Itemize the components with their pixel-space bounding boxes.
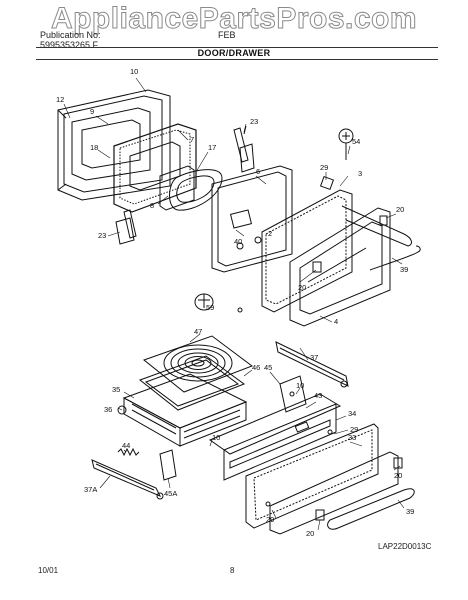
callout-7: 7	[190, 135, 194, 144]
door-outer-frame	[261, 189, 353, 313]
callout-10-drawer-left: 10	[212, 433, 220, 442]
watermark: AppliancePartsPros.com	[50, 2, 418, 36]
drawer-body	[208, 393, 342, 481]
callout-37: 37	[310, 353, 318, 362]
callout-2: 2	[268, 229, 272, 238]
callout-59: 59	[206, 303, 214, 312]
drawer-box	[117, 373, 248, 447]
callout-45a: 45A	[164, 489, 177, 498]
page-number: 8	[230, 566, 235, 575]
inner-door-liner	[57, 89, 171, 201]
callout-33: 33	[348, 433, 356, 442]
drawer-clips	[265, 429, 333, 521]
drawer-front-panel	[245, 423, 379, 529]
callout-47: 47	[194, 327, 202, 336]
door-hinge-upper	[233, 125, 255, 173]
callout-34: 34	[348, 409, 356, 418]
outer-door-glass	[289, 207, 391, 327]
model-number: FEB	[218, 30, 236, 40]
publication-number: 5995353265 F	[40, 40, 99, 50]
callout-20-drawer-lower: 20	[306, 529, 314, 538]
callout-8: 8	[150, 201, 154, 210]
callout-44: 44	[122, 441, 130, 450]
callout-labels: 10 12 9 7 18 23 17 8 23 6 29 3 54 20 40 …	[56, 67, 414, 538]
callout-43: 43	[314, 391, 322, 400]
door-hardware	[194, 128, 388, 313]
door-frame-panel	[211, 165, 293, 273]
callout-20-drawer-right: 20	[394, 471, 402, 480]
door-hinge-lower	[115, 209, 137, 245]
callout-35: 35	[112, 385, 120, 394]
callout-29-drawer-lower: 29	[266, 515, 274, 524]
callout-23-lower: 23	[98, 231, 106, 240]
drawer-lower-bracket	[159, 449, 177, 481]
callout-18: 18	[90, 143, 98, 152]
door-glass-window	[159, 165, 223, 211]
drawer-outer-panel	[269, 451, 403, 535]
drawer-bracket	[279, 375, 307, 413]
drawer-handle	[327, 488, 415, 530]
callout-12: 12	[56, 95, 64, 104]
callout-3: 3	[358, 169, 362, 178]
footer-date: 10/01	[38, 566, 59, 575]
diagram-code: LAP22D0013C	[378, 542, 432, 551]
callout-29-drawer: 29	[350, 425, 358, 434]
callout-20-upper-left: 20	[298, 283, 306, 292]
callout-54: 54	[352, 137, 360, 146]
callout-29-upper: 29	[320, 163, 328, 172]
callout-20-upper-right: 20	[396, 205, 404, 214]
callout-46: 46	[252, 363, 260, 372]
header-rule-bottom	[36, 59, 438, 60]
callout-10-drawer-right: 10	[296, 381, 304, 390]
callout-45: 45	[264, 363, 272, 372]
callout-39-upper: 39	[400, 265, 408, 274]
callout-10: 10	[130, 67, 138, 76]
callout-23-upper: 23	[250, 117, 258, 126]
callout-17: 17	[208, 143, 216, 152]
door-handle-upper	[341, 205, 421, 271]
publication-label: Publication No:	[40, 30, 101, 40]
element-support-tray	[138, 355, 246, 411]
header-rule-top	[36, 47, 438, 48]
section-title: DOOR/DRAWER	[197, 48, 271, 58]
callout-36: 36	[104, 405, 112, 414]
leader-lines	[63, 77, 405, 531]
callout-9: 9	[90, 107, 94, 116]
drawer-slide-left	[91, 459, 164, 500]
drawer-spring	[117, 447, 140, 457]
callout-6: 6	[256, 167, 260, 176]
callout-40: 40	[234, 237, 242, 246]
drawer-slide-right	[275, 341, 349, 388]
callout-39-drawer: 39	[406, 507, 414, 516]
surface-element-plate	[142, 335, 254, 393]
callout-37a: 37A	[84, 485, 97, 494]
callout-4: 4	[334, 317, 338, 326]
